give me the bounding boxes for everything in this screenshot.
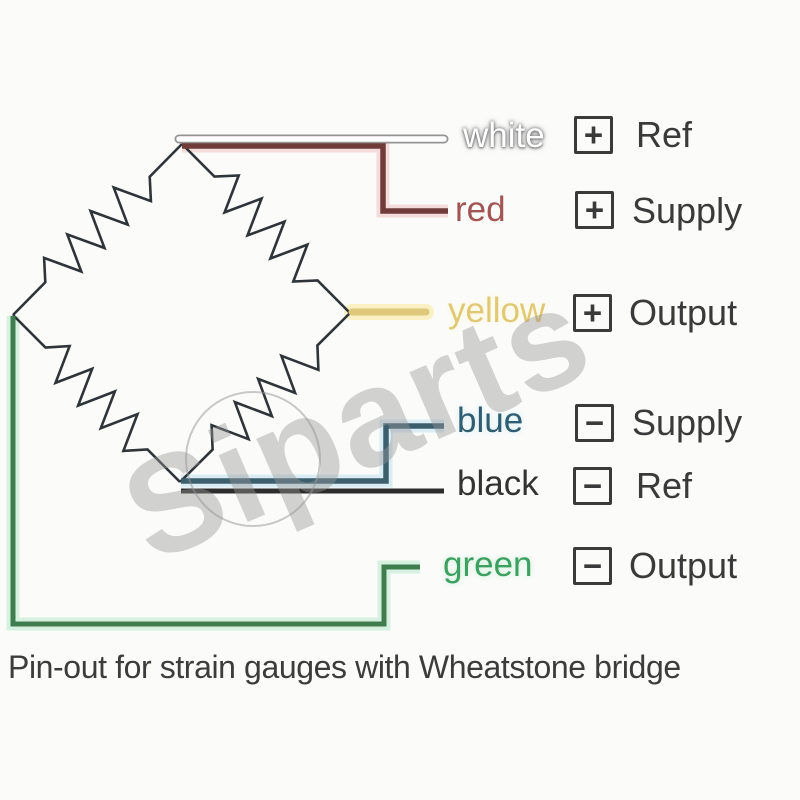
polarity-box-supply-minus: −	[575, 404, 614, 442]
polarity-box-ref-plus: +	[574, 116, 613, 154]
polarity-box-output-minus: −	[573, 547, 612, 585]
wire-label-green: green	[443, 545, 533, 584]
polarity-box-output-plus: +	[573, 294, 612, 332]
wire-label-yellow: yellow	[448, 291, 546, 330]
wire-blue	[181, 423, 444, 484]
terminal-label-output-plus: Output	[629, 292, 738, 333]
wire-green	[10, 316, 420, 627]
resistor-zigzag	[12, 143, 183, 316]
polarity-box-supply-plus: +	[575, 191, 614, 229]
terminal-label-supply-plus: Supply	[632, 190, 743, 231]
terminal-label-ref-minus: Ref	[636, 465, 693, 506]
caption: Pin-out for strain gauges with Wheatston…	[8, 649, 681, 685]
wire-red-glow	[182, 139, 448, 218]
polarity-box-ref-minus: −	[573, 467, 612, 505]
resistor-zigzag	[179, 312, 351, 483]
wire-label-black: black	[457, 464, 539, 503]
wire-label-red: red	[455, 190, 506, 229]
terminal-label-supply-minus: Supply	[632, 402, 743, 443]
wire-blue-glow	[181, 419, 444, 488]
wire-label-white: white	[463, 116, 545, 155]
resistor-zigzag	[12, 314, 181, 483]
terminal-label-output-minus: Output	[629, 545, 738, 586]
bridge-resistors	[12, 143, 351, 483]
wire-red	[182, 143, 448, 214]
wire-label-blue: blue	[457, 401, 524, 440]
terminal-label-ref-plus: Ref	[636, 114, 693, 155]
wire-green-glow	[6, 316, 420, 631]
resistor-zigzag	[181, 143, 351, 314]
